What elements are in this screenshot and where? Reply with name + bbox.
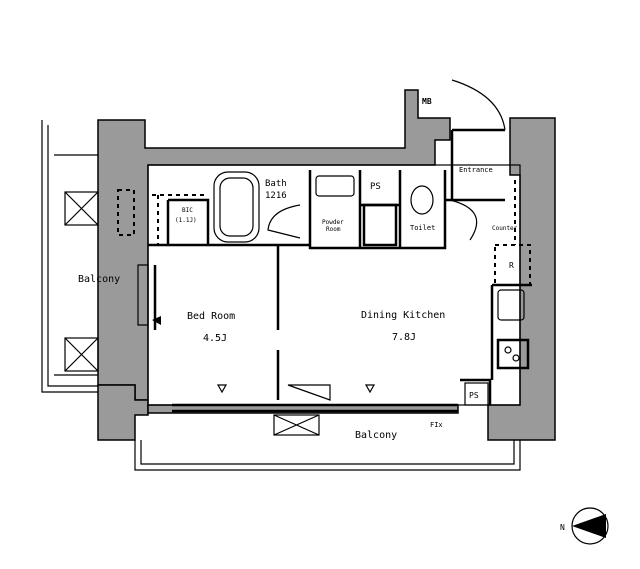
balcony-bottom: Balcony FIx xyxy=(134,403,521,471)
counter-label: Counter xyxy=(492,225,518,232)
dining-kitchen-label: Dining Kitchen xyxy=(361,310,445,321)
bed-room-size: 4.5J xyxy=(203,333,227,344)
bic-label: BIC xyxy=(182,207,193,214)
ps-top-label: PS xyxy=(370,182,381,192)
room-labels: MB Entrance Bath 1216 PS BIC (1.1J) Powd… xyxy=(175,97,518,406)
interior-walls xyxy=(137,79,532,405)
balcony-bottom-label: Balcony xyxy=(355,430,397,441)
balcony-left-label: Balcony xyxy=(78,274,120,285)
fix-window-label: FIx xyxy=(430,421,443,429)
compass-label: N xyxy=(560,523,565,532)
powder-room-label-1: Powder xyxy=(322,219,344,226)
balcony-left: Balcony xyxy=(41,120,135,393)
bed-room-label: Bed Room xyxy=(187,311,235,322)
refrigerator-label: R xyxy=(509,261,514,270)
ps-bottom-label: PS xyxy=(469,391,479,400)
entrance-label: Entrance xyxy=(459,166,493,174)
dining-kitchen-size: 7.8J xyxy=(392,332,416,343)
bath-size: 1216 xyxy=(265,191,287,201)
bath-label: Bath xyxy=(265,179,287,189)
toilet-label: Toilet xyxy=(410,224,435,232)
bic-size: (1.1J) xyxy=(175,217,197,224)
powder-room-label-2: Room xyxy=(326,226,341,233)
north-arrow-icon: N xyxy=(560,507,609,545)
mb-label: MB xyxy=(422,97,432,106)
walls xyxy=(97,89,556,441)
